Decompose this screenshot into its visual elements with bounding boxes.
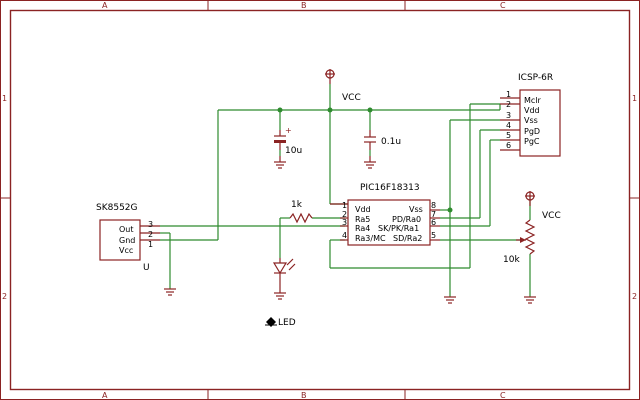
led-icon bbox=[272, 258, 296, 288]
mcu-pin-8-number: 8 bbox=[431, 201, 436, 210]
ground-icon-led bbox=[274, 288, 286, 300]
resistor-icon bbox=[289, 212, 313, 224]
icsp-title: ICSP-6R bbox=[518, 73, 553, 83]
icsp-pin-5-number: 5 bbox=[506, 131, 511, 140]
mcu-pin-8-name: Vss bbox=[409, 205, 423, 214]
pot-value: 10k bbox=[503, 255, 520, 265]
mcu-pin-7-number: 7 bbox=[431, 210, 436, 219]
vcc-symbol-top bbox=[325, 69, 335, 84]
ground-icon-sensor bbox=[164, 288, 176, 296]
icsp-pin-1-name: Mclr bbox=[524, 96, 542, 105]
icsp-pin-2-number: 2 bbox=[506, 100, 511, 109]
frame-col-bottom-c: C bbox=[500, 391, 506, 400]
electrolytic-capacitor-icon: + bbox=[274, 126, 292, 150]
frame-col-top-c: C bbox=[500, 1, 506, 10]
led-label: LED bbox=[278, 318, 296, 328]
pic16f18313-chip bbox=[330, 199, 440, 246]
sensor-pin-1-number: 1 bbox=[148, 240, 153, 249]
frame-row-right-1: 1 bbox=[632, 94, 637, 103]
capacitor-10u-value: 10u bbox=[285, 146, 302, 156]
mcu-pin-1-number: 1 bbox=[342, 201, 347, 210]
mcu-pin-7-name: PD/Ra0 bbox=[392, 215, 421, 224]
sensor-title: SK8552G bbox=[96, 203, 138, 213]
mcu-pin-5-number: 5 bbox=[431, 231, 436, 240]
sensor-pin-1-name: Vcc bbox=[119, 246, 133, 255]
icsp-pin-5-name: PgC bbox=[524, 137, 540, 146]
mcu-pin-3-name: Ra4 bbox=[355, 224, 370, 233]
icsp-pin-4-name: PgD bbox=[524, 127, 540, 136]
mcu-pin-3-number: 3 bbox=[342, 218, 347, 227]
sensor-sk8552g-body bbox=[99, 219, 160, 261]
icsp-pin-3-name: Vss bbox=[524, 116, 538, 125]
sensor-pin-2-name: Gnd bbox=[119, 236, 135, 245]
icsp-pin-4-number: 4 bbox=[506, 121, 511, 130]
icsp-pin-2-name: Vdd bbox=[524, 106, 540, 115]
mcu-title: PIC16F18313 bbox=[360, 183, 420, 193]
mcu-pin-5-name: SD/Ra2 bbox=[393, 234, 422, 243]
sensor-pin-3-number: 3 bbox=[148, 220, 153, 229]
sensor-pin-2-number: 2 bbox=[148, 230, 153, 239]
vcc-label-top: VCC bbox=[342, 93, 361, 103]
potentiometer-icon bbox=[516, 219, 536, 255]
sensor-pin-3-name: Out bbox=[119, 225, 134, 234]
icsp-pin-3-number: 3 bbox=[506, 111, 511, 120]
frame-col-top-a: A bbox=[102, 1, 108, 10]
resistor-value: 1k bbox=[291, 200, 303, 210]
mcu-pin-1-name: Vdd bbox=[355, 205, 371, 214]
capacitor-0-1u-value: 0.1u bbox=[381, 137, 401, 147]
mcu-pin-6-number: 6 bbox=[431, 218, 436, 227]
frame-row-right-2: 2 bbox=[632, 292, 637, 301]
vcc-symbol-pot bbox=[525, 191, 535, 206]
mcu-pin-2-name: Ra5 bbox=[355, 215, 370, 224]
ground-icon-pot bbox=[524, 296, 536, 304]
led-marker-icon bbox=[265, 317, 277, 327]
ground-icon-cap-10u bbox=[274, 156, 286, 169]
ceramic-capacitor-icon bbox=[364, 130, 376, 150]
mcu-pin-6-name: SK/PK/Ra1 bbox=[378, 224, 419, 233]
ground-icon-cap-0-1u bbox=[364, 156, 376, 169]
ground-icon-vss bbox=[444, 296, 456, 304]
frame-col-bottom-b: B bbox=[301, 391, 307, 400]
mcu-pin-4-name: Ra3/MC bbox=[355, 234, 386, 243]
frame-row-left-1: 1 bbox=[2, 94, 7, 103]
frame-col-top-b: B bbox=[301, 1, 307, 10]
icsp-pin-6-number: 6 bbox=[506, 141, 511, 150]
frame-col-bottom-a: A bbox=[102, 391, 108, 400]
frame-row-left-2: 2 bbox=[2, 292, 7, 301]
sensor-unit-label: U bbox=[143, 263, 150, 273]
wires bbox=[160, 84, 531, 297]
capacitor-plus-sign: + bbox=[285, 126, 292, 135]
mcu-pin-4-number: 4 bbox=[342, 231, 347, 240]
vcc-label-pot: VCC bbox=[542, 211, 561, 221]
icsp-pin-1-number: 1 bbox=[506, 90, 511, 99]
icsp-connector bbox=[500, 89, 561, 157]
mcu-pin-2-number: 2 bbox=[342, 210, 347, 219]
